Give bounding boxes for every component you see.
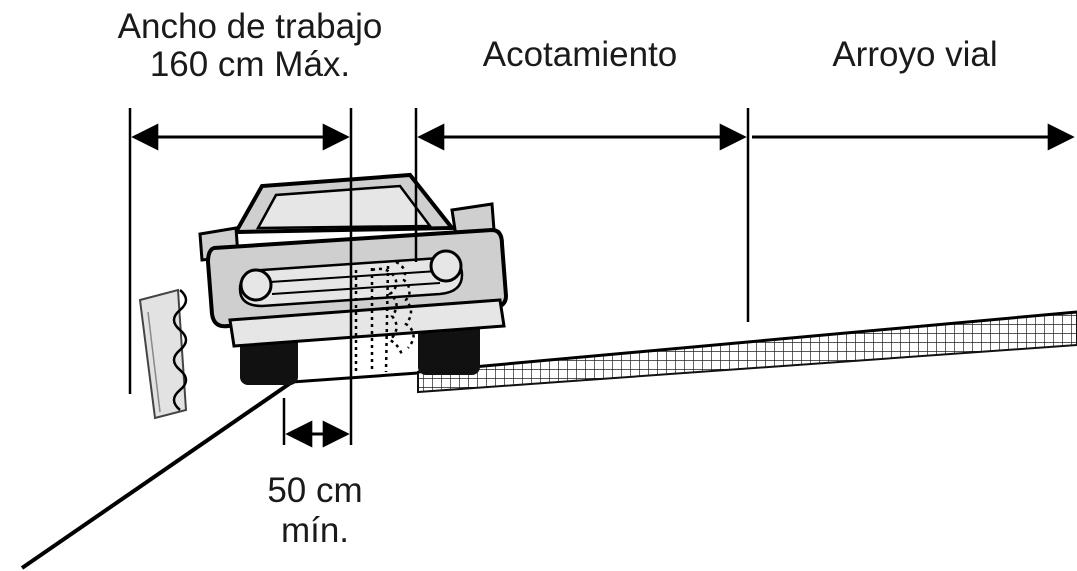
min-clearance-label-line1: 50 cm (267, 471, 363, 510)
pavement-hatched (417, 310, 1077, 394)
working-width-label-line2: 160 cm Máx. (149, 45, 351, 84)
pavement-edge-line (417, 310, 1077, 374)
working-width-label-line1: Ancho de trabajo (117, 7, 383, 46)
guard-post-icon (138, 288, 188, 420)
min-clearance-label-line2: mín. (280, 511, 350, 550)
shoulder-label: Acotamiento (482, 35, 678, 74)
pickup-truck-front-icon (198, 172, 509, 385)
embankment-slope (20, 380, 294, 570)
ground-under-vehicle (291, 371, 419, 384)
roadway-label: Arroyo vial (832, 35, 998, 74)
